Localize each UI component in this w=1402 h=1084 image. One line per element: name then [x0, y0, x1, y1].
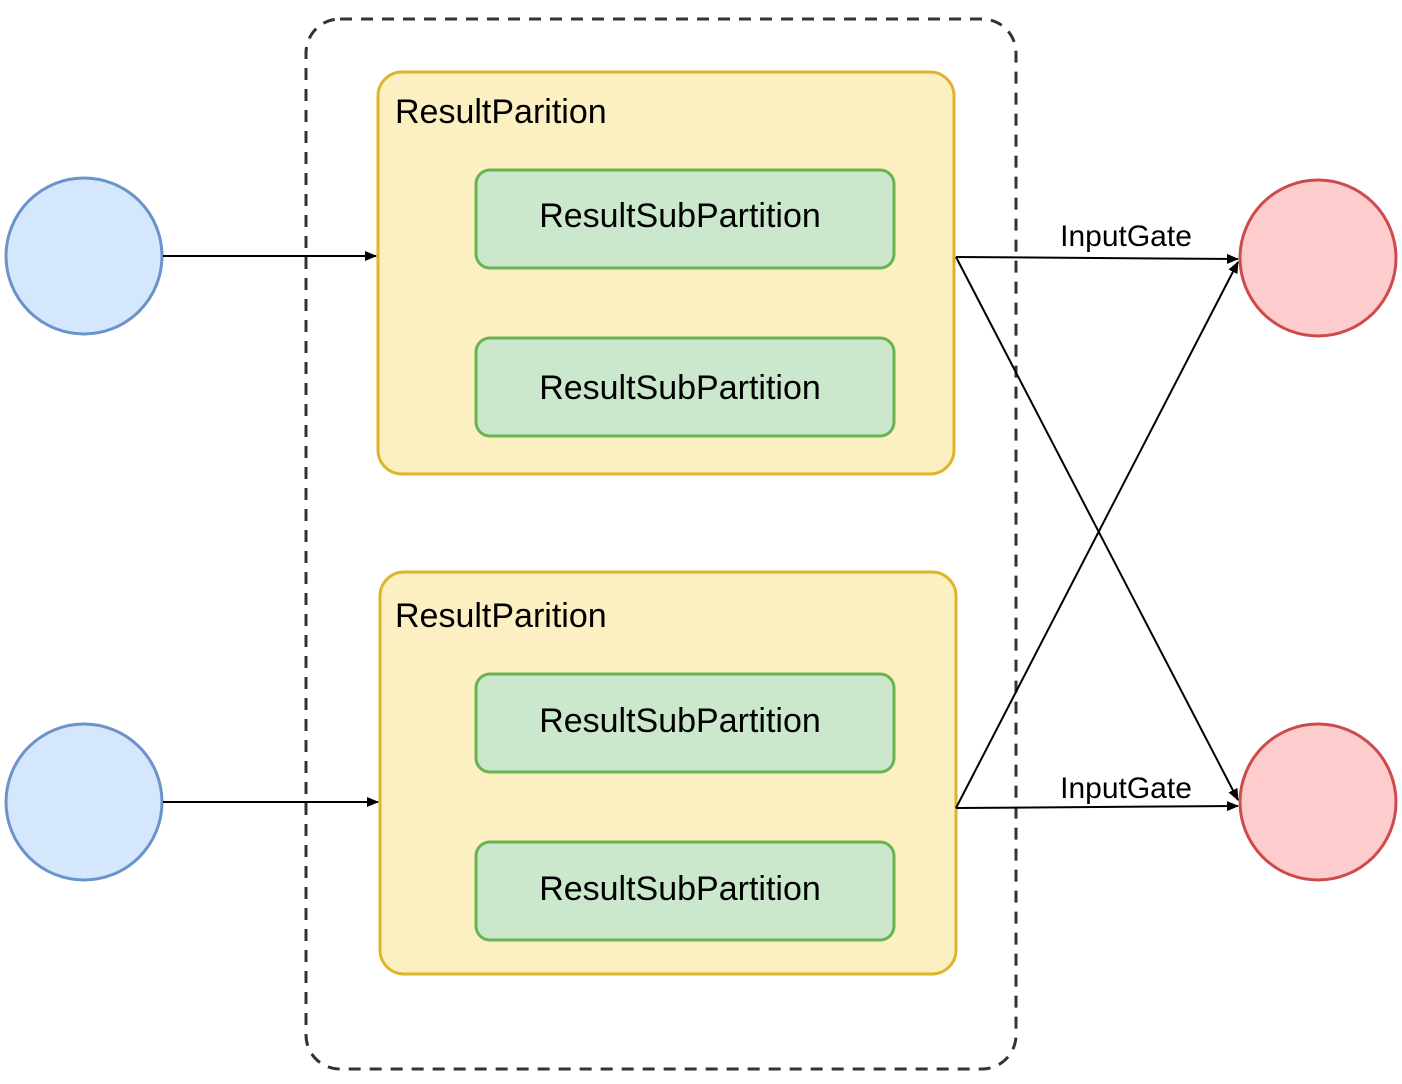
task-container-border — [304, 17, 1018, 1071]
result-subpartition-1-1-label: ResultSubPartition — [539, 197, 821, 235]
edge-partition-1-to-consumer-top — [955, 253, 1239, 264]
producer-node-top — [4, 176, 164, 336]
producer-node-bottom — [4, 722, 164, 882]
edge-partition-2-to-consumer-bottom — [955, 801, 1239, 812]
result-partition-1-label: ResultParition — [395, 93, 607, 131]
result-subpartition-2-1-box — [474, 672, 896, 774]
result-partition-2: ResultParition ResultSubPartition Result… — [378, 570, 958, 976]
result-subpartition-1-1-box — [474, 168, 896, 270]
edge-partition-1-to-consumer-bottom — [955, 256, 1239, 801]
consumer-node-bottom — [1238, 722, 1398, 882]
result-subpartition-1-2-box — [474, 336, 896, 438]
result-subpartition-1-2-label: ResultSubPartition — [539, 369, 821, 407]
result-subpartition-2-2-label: ResultSubPartition — [539, 870, 821, 908]
result-subpartition-2-2-box — [474, 840, 896, 942]
result-partition-1: ResultParition ResultSubPartition Result… — [376, 70, 956, 476]
result-partition-2-label: ResultParition — [395, 597, 607, 635]
edge-partition-2-to-consumer-top — [955, 261, 1239, 809]
result-subpartition-2-1-label: ResultSubPartition — [539, 702, 821, 740]
edge-label-input-gate-top: InputGate — [1060, 220, 1192, 253]
edge-label-input-gate-bottom: InputGate — [1060, 772, 1192, 805]
consumer-node-top — [1238, 178, 1398, 338]
